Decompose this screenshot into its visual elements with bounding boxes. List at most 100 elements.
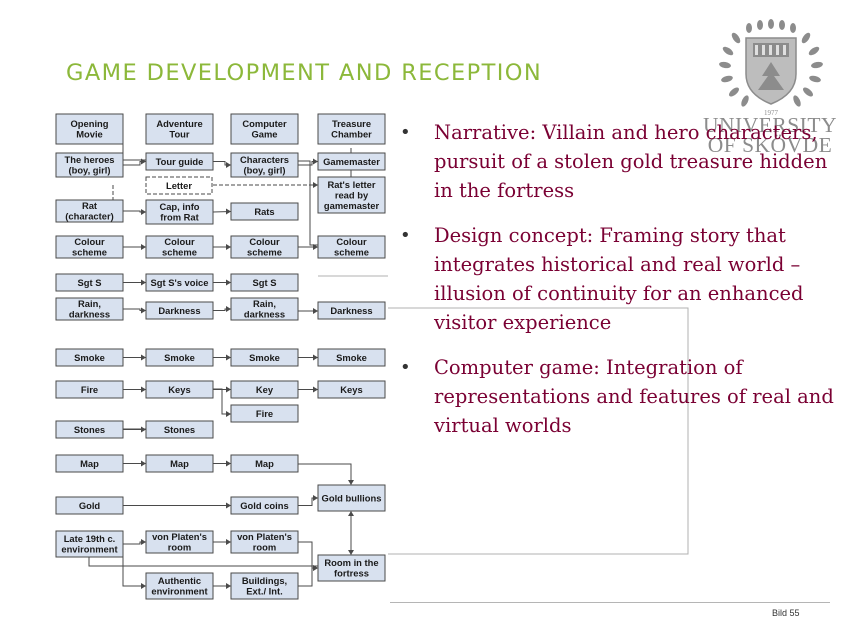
node-label-gold1: Gold — [79, 500, 101, 511]
node-label-letter: Letter — [166, 180, 192, 191]
node-label-fire3: Fire — [256, 408, 273, 419]
arrow-head-icon — [141, 583, 146, 589]
node-label-colour2: Colour — [164, 236, 195, 247]
flow-arrow-buildings-roomfortress — [298, 567, 318, 587]
node-box-adventure — [145, 113, 214, 145]
node-box-fire1 — [55, 380, 124, 399]
slide-title: GAME DEVELOPMENT AND RECEPTION — [66, 60, 543, 86]
bullet-text: Computer game: Integration of representa… — [434, 356, 834, 437]
bullet-design-concept: •Design concept: Framing story that inte… — [398, 221, 838, 337]
node-box-heroes — [55, 152, 124, 178]
node-box-roomfortress — [317, 554, 386, 582]
node-label-fire1: Fire — [81, 384, 98, 395]
node-label-rat: Rat — [82, 200, 97, 211]
node-box-keys2 — [145, 380, 214, 399]
node-label-characters: (boy, girl) — [243, 165, 285, 176]
node-label-capinfo: from Rat — [160, 212, 199, 223]
node-label-vonplaten3: von Platen's — [237, 531, 292, 542]
node-box-colour3 — [230, 235, 299, 259]
bullet-dot-icon: • — [400, 225, 411, 246]
bullet-list: •Narrative: Villain and hero characters,… — [398, 118, 838, 456]
node-label-vonplaten3: room — [253, 542, 276, 553]
flow-connector-fire — [213, 388, 231, 415]
node-box-vonplaten2 — [145, 530, 214, 554]
node-box-sgts3 — [230, 273, 299, 292]
node-label-goldcoins: Gold coins — [240, 500, 288, 511]
node-label-characters: Characters — [240, 154, 289, 165]
node-label-colour1: scheme — [72, 247, 107, 258]
node-label-darkness2: Darkness — [158, 305, 200, 316]
node-label-map3: Map — [255, 458, 274, 469]
arrow-head-icon — [141, 244, 146, 250]
node-label-tourguide: Tour guide — [156, 156, 204, 167]
node-label-ratsletter: gamemaster — [324, 200, 380, 211]
node-label-rain3: Rain, — [253, 298, 276, 309]
node-box-rain3 — [230, 297, 299, 321]
node-label-smoke3: Smoke — [249, 352, 280, 363]
node-label-colour4: Colour — [336, 236, 367, 247]
node-label-rain1: Rain, — [78, 298, 101, 309]
node-box-darkness4 — [317, 301, 386, 320]
arrow-head-icon — [348, 480, 354, 485]
node-label-colour3: scheme — [247, 247, 282, 258]
node-label-keys2: Keys — [168, 384, 190, 395]
node-label-sgtsvoice: Sgt S's voice — [151, 277, 209, 288]
arrow-head-icon — [226, 244, 231, 250]
arrow-head-icon — [141, 307, 146, 314]
node-box-computer — [230, 113, 299, 145]
node-label-ratsletter: Rat's letter — [327, 179, 375, 190]
university-crest-logo: 1977 — [719, 19, 823, 117]
arrow-head-icon — [313, 354, 318, 361]
logo-text-line2: OF SKÖVDE — [707, 133, 833, 157]
node-label-rats: Rats — [254, 206, 274, 217]
node-box-rain1 — [55, 297, 124, 321]
flow-connector-colour — [298, 160, 318, 246]
node-box-rats — [230, 202, 299, 221]
node-box-colour2 — [145, 235, 214, 259]
node-label-computer: Computer — [242, 118, 287, 129]
arrow-head-icon — [226, 208, 231, 215]
arrow-head-icon — [141, 386, 146, 393]
node-label-buildings: Ext./ Int. — [246, 586, 282, 597]
node-label-gamemaster: Gamemaster — [323, 156, 380, 167]
node-label-capinfo: Cap, info — [159, 201, 199, 212]
flow-connector-late-room — [88, 557, 318, 567]
arrow-head-icon — [313, 182, 318, 188]
arrow-head-icon — [226, 539, 231, 545]
node-label-sgts3: Sgt S — [253, 277, 277, 288]
flow-connector-heroes — [122, 130, 146, 161]
arrow-head-icon — [226, 411, 231, 417]
node-box-vonplaten3 — [230, 530, 299, 554]
node-box-colour1 — [55, 235, 124, 259]
node-label-darkness4: Darkness — [330, 305, 372, 316]
arrow-head-icon — [313, 386, 318, 393]
node-label-goldbullions: Gold bullions — [322, 492, 382, 503]
node-label-key3: Key — [256, 384, 274, 395]
node-box-ratsletter — [317, 176, 386, 214]
node-box-treasure — [317, 113, 386, 145]
arrow-head-icon — [348, 511, 354, 516]
node-box-colour4 — [317, 235, 386, 259]
arrow-head-icon — [226, 306, 231, 312]
footer-divider — [390, 602, 830, 603]
node-box-smoke1 — [55, 348, 124, 367]
node-label-treasure: Treasure — [332, 118, 371, 129]
node-label-map2: Map — [170, 458, 189, 469]
node-label-adventure: Tour — [169, 129, 189, 140]
node-label-rain3: darkness — [244, 309, 285, 320]
node-box-rat — [55, 199, 124, 223]
node-box-sgtsvoice — [145, 273, 214, 292]
node-label-stones2: Stones — [164, 424, 195, 435]
arrow-head-icon — [141, 460, 146, 467]
node-label-vonplaten2: von Platen's — [152, 531, 207, 542]
arrow-head-icon — [313, 158, 318, 165]
node-box-gamemaster — [317, 152, 386, 171]
flow-arrow-vonplaten3-roomfortress — [298, 541, 318, 569]
arrow-head-icon — [226, 583, 231, 589]
arrow-head-icon — [226, 460, 231, 467]
node-label-sgts1: Sgt S — [78, 277, 102, 288]
node-box-tourguide — [145, 152, 214, 171]
node-box-opening — [55, 113, 124, 145]
arrow-head-icon — [226, 386, 231, 393]
node-box-key3 — [230, 380, 299, 399]
